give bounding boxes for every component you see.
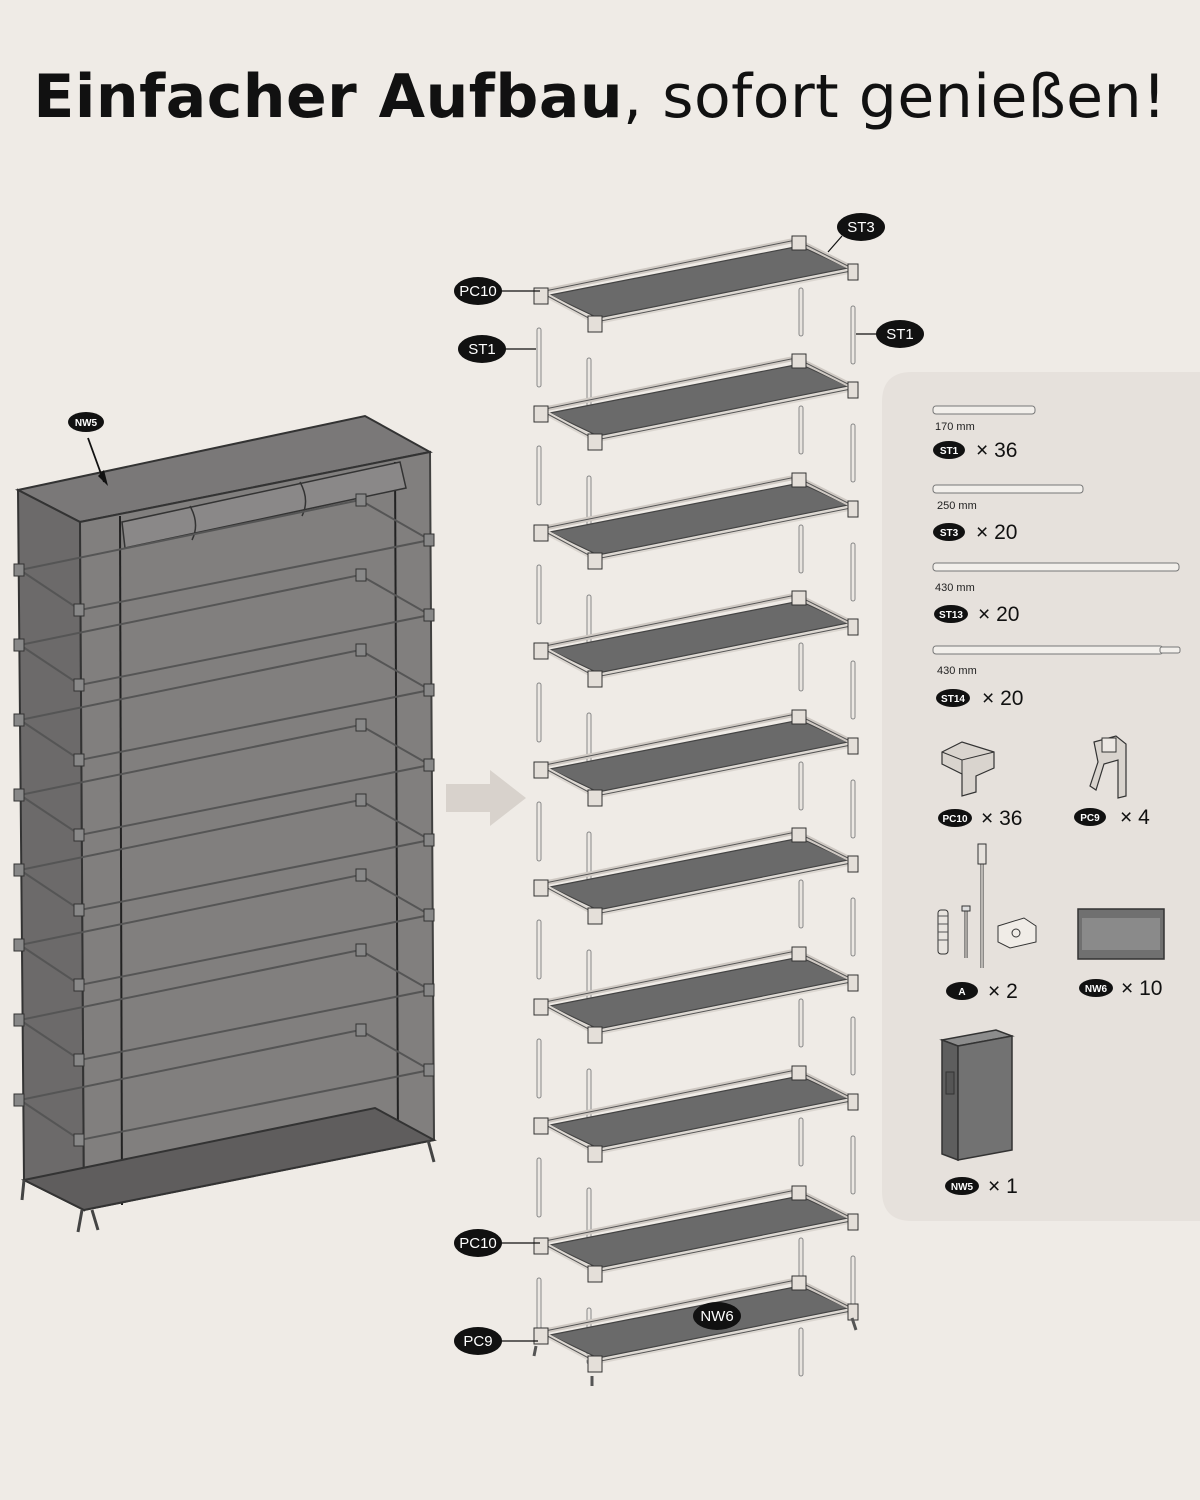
callout-st1-left: ST1 <box>458 335 506 363</box>
callout-pc10-top: PC10 <box>454 277 502 305</box>
part-nw5: NW5 × 1 <box>939 1029 1018 1198</box>
part-st3-code: ST3 <box>940 528 959 539</box>
headline-rest: , sofort genießen! <box>623 62 1167 132</box>
headline-bold: Einfacher Aufbau <box>33 62 624 132</box>
callout-pc10-bottom: PC10 <box>454 1229 502 1257</box>
rod-430-icon <box>932 562 1180 572</box>
part-st1-length: 170 mm <box>935 421 975 433</box>
part-pc10-code: PC10 <box>942 814 967 825</box>
part-st14-length: 430 mm <box>937 665 977 677</box>
callout-st3-label: ST3 <box>847 219 875 236</box>
corner-connector-icon <box>941 741 995 797</box>
foot-connector-icon <box>1089 735 1127 799</box>
part-pc9-qty: × 4 <box>1120 806 1150 829</box>
part-st13-qty: × 20 <box>978 603 1019 626</box>
shelf-fabric-icon <box>1077 908 1165 960</box>
part-st3: 250 mm ST3 × 20 <box>932 484 1084 544</box>
part-st3-qty: × 20 <box>976 521 1017 544</box>
parts-panel: 170 mm ST1 × 36 250 mm ST3 × 20 430 mm S… <box>882 372 1200 1221</box>
rod-430-tapered-icon <box>932 645 1164 655</box>
part-st1-code: ST1 <box>940 446 959 457</box>
callout-pc9-label: PC9 <box>463 1333 492 1350</box>
callout-pc10-bottom-label: PC10 <box>459 1235 497 1252</box>
part-st1: 170 mm ST1 × 36 <box>932 405 1036 462</box>
part-st13-length: 430 mm <box>935 582 975 594</box>
part-st13: 430 mm ST13 × 20 <box>932 562 1180 626</box>
part-pc9-code: PC9 <box>1080 813 1100 824</box>
part-st14-code: ST14 <box>941 694 965 705</box>
part-pc9: PC9 × 4 <box>1074 735 1150 829</box>
callout-st1-right-label: ST1 <box>886 326 914 343</box>
part-pc10-qty: × 36 <box>981 807 1022 830</box>
part-a-code: A <box>958 987 965 998</box>
rod-250-icon <box>932 484 1084 494</box>
rod-170-icon <box>932 405 1036 415</box>
part-nw6-qty: × 10 <box>1121 977 1162 1000</box>
part-st1-qty: × 36 <box>976 439 1017 462</box>
part-nw6-code: NW6 <box>1085 984 1108 995</box>
callout-nw6: NW6 <box>693 1302 741 1330</box>
callout-pc10-top-label: PC10 <box>459 283 497 300</box>
wall-anchor-kit-icon <box>937 843 1037 968</box>
part-st14: 430 mm ST14 × 20 <box>932 645 1181 710</box>
part-nw5-qty: × 1 <box>988 1175 1018 1198</box>
callout-pc9: PC9 <box>454 1327 502 1355</box>
part-nw6: NW6 × 10 <box>1077 908 1165 1000</box>
headline: Einfacher Aufbau, sofort genießen! <box>0 62 1200 132</box>
callout-st1-right: ST1 <box>876 320 924 348</box>
callout-st3: ST3 <box>837 213 885 241</box>
callout-nw5-label: NW5 <box>75 418 98 429</box>
part-st13-code: ST13 <box>939 610 963 621</box>
callout-nw5: NW5 <box>68 412 104 432</box>
callout-nw6-label: NW6 <box>700 1308 733 1325</box>
callout-st1-left-label: ST1 <box>468 341 496 358</box>
part-nw5-code: NW5 <box>951 1182 974 1193</box>
part-a-qty: × 2 <box>988 980 1018 1003</box>
part-st3-length: 250 mm <box>937 500 977 512</box>
cover-package-icon <box>939 1029 1015 1162</box>
part-pc10: PC10 × 36 <box>938 741 1022 830</box>
part-a: A × 2 <box>937 843 1037 1003</box>
exploded-shelves <box>534 236 858 1386</box>
assembled-rack <box>13 414 437 1233</box>
part-st14-qty: × 20 <box>982 687 1023 710</box>
arrow-right-icon <box>446 770 526 826</box>
